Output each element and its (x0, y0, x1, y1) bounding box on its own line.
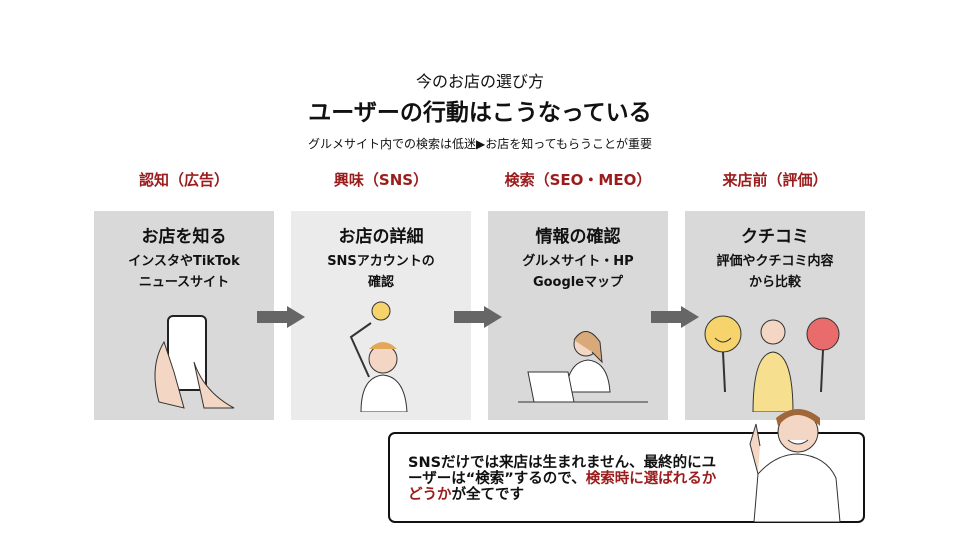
card-title: クチコミ (741, 227, 809, 247)
laptop-woman-illustration (518, 331, 648, 403)
card-line: ニュースサイト (138, 275, 230, 290)
callout-text: SNSだけでは来店は生まれません、最終的にユーザーは“検索”するので、検索時に選… (408, 455, 728, 503)
card-line: から比較 (748, 275, 801, 290)
callout-text-part: が全てです (451, 487, 525, 503)
card-line: SNSアカウントの (327, 254, 435, 269)
supertitle: 今のお店の選び方 (415, 72, 544, 91)
card-line: 評価やクチコミ内容 (716, 254, 834, 269)
smartphone-hand-illustration (154, 315, 235, 409)
card-line: 確認 (367, 275, 394, 290)
stage-card-awareness: お店を知る インスタやTikTok ニュースサイト (94, 211, 274, 420)
arrow-right-icon (651, 306, 699, 328)
card-title: 情報の確認 (535, 227, 621, 247)
card-line: インスタやTikTok (128, 254, 240, 269)
arrow-right-icon (454, 306, 502, 328)
review-faces-illustration (704, 315, 840, 412)
callout-text-part: SNSだけでは来店は生まれません、最終的にユーザーは“検索”するので、 (408, 455, 717, 487)
card-title: お店の詳細 (338, 227, 424, 247)
stage-heading-interest: 興味（SNS） (333, 171, 429, 189)
stage-heading-evaluation: 来店前（評価） (722, 171, 828, 189)
stage-heading-awareness: 認知（広告） (138, 171, 229, 189)
card-line: グルメサイト・HP (522, 254, 634, 269)
callout-highlight: 検索時に選ばれるかどうか (408, 471, 717, 503)
stage-heading-search: 検索（SEO・MEO） (504, 171, 652, 189)
arrow-right-icon (257, 306, 305, 328)
page-title: ユーザーの行動はこうなっている (308, 100, 652, 126)
lightbulb-person-illustration (349, 301, 408, 412)
stage-card-interest: お店の詳細 SNSアカウントの確認 (291, 211, 471, 420)
stage-card-evaluation: クチコミ 評価やクチコミ内容から比較 (685, 211, 865, 420)
subtitle: グルメサイト内での検索は低迷▶お店を知ってもらうことが重要 (307, 137, 653, 151)
card-line: Googleマップ (532, 275, 624, 290)
stage-card-search: 情報の確認 グルメサイト・HP Googleマップ (488, 211, 668, 420)
card-title: お店を知る (141, 227, 227, 247)
pointing-man-illustration (749, 409, 841, 522)
